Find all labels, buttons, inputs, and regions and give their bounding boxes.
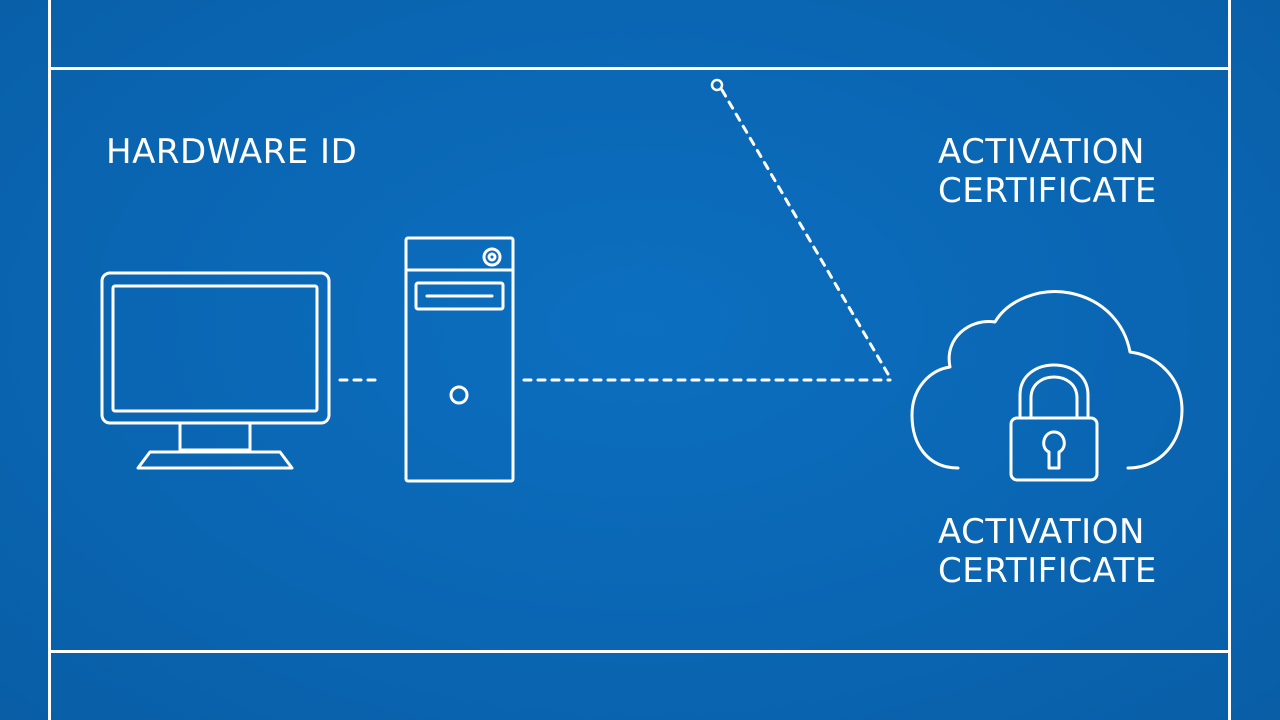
frame-right-border [1228,0,1231,720]
certificate-diagonal-connector [720,88,890,376]
activation-bottom-line-1: ACTIVATION [938,512,1145,552]
frame-left-border [48,0,51,720]
cloud-icon [910,290,1184,470]
hardware-id-text: HARDWARE ID [106,132,358,172]
monitor-icon [100,271,331,470]
activation-certificate-bottom-label: ACTIVATION CERTIFICATE [938,513,1157,591]
activation-top-line-2: CERTIFICATE [938,171,1157,211]
padlock-icon [1009,363,1099,482]
activation-top-line-1: ACTIVATION [938,132,1145,172]
computer-tower-icon [404,236,515,483]
activation-certificate-top-label: ACTIVATION CERTIFICATE [938,133,1157,211]
dashed-connectors [338,88,892,382]
frame-top-divider [48,67,1231,70]
frame-bottom-divider [48,650,1231,653]
pin-icon [710,78,724,92]
hardware-id-label: HARDWARE ID [106,133,357,172]
activation-bottom-line-2: CERTIFICATE [938,551,1157,591]
